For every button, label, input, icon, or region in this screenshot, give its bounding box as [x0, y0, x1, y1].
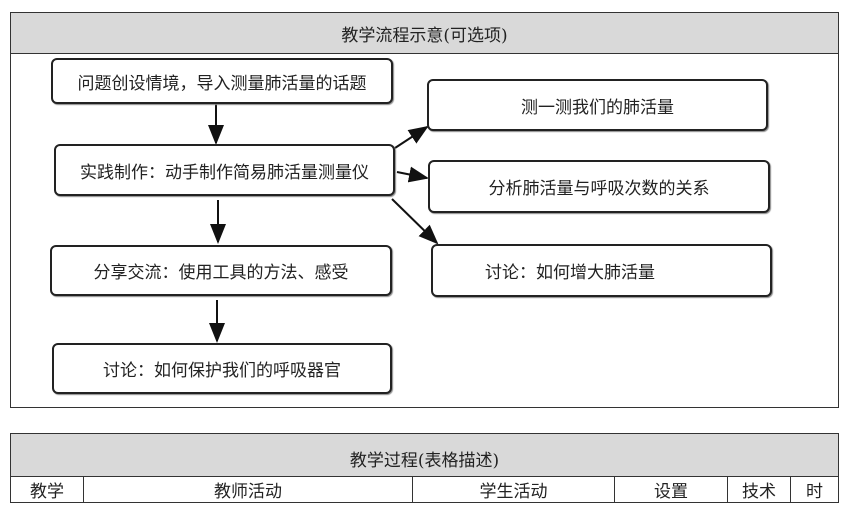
- arrow-make-to-measure: [394, 125, 429, 149]
- column-header: 学生活动: [413, 476, 615, 502]
- flow-section-title: 教学流程示意(可选项): [11, 13, 838, 54]
- column-header: 时: [806, 481, 823, 502]
- flow-node-make: 实践制作：动手制作简易肺活量测量仪: [54, 144, 395, 196]
- flow-node-protect: 讨论：如何保护我们的呼吸器官: [52, 343, 392, 394]
- flow-node-intro: 问题创设情境，导入测量肺活量的话题: [51, 58, 393, 104]
- flow-node-analyze: 分析肺活量与呼吸次数的关系: [428, 160, 770, 213]
- column-header: 教学: [11, 476, 84, 502]
- process-table: 教学过程(表格描述) 教学 教师活动 学生活动 设置 技术 时: [10, 433, 839, 503]
- process-table-header-row: 教学 教师活动 学生活动 设置 技术 时: [11, 476, 838, 502]
- flow-node-increase: 讨论：如何增大肺活量: [431, 244, 772, 297]
- arrow-make-to-increase: [391, 198, 439, 245]
- flow-node-measure: 测一测我们的肺活量: [427, 79, 768, 131]
- process-table-title: 教学过程(表格描述): [11, 434, 838, 477]
- column-header: 设置: [615, 476, 728, 502]
- column-header: 技术: [728, 476, 791, 502]
- flow-node-share: 分享交流：使用工具的方法、感受: [50, 245, 392, 296]
- arrow-make-to-analyze: [396, 166, 429, 183]
- column-header: 教师活动: [84, 476, 413, 502]
